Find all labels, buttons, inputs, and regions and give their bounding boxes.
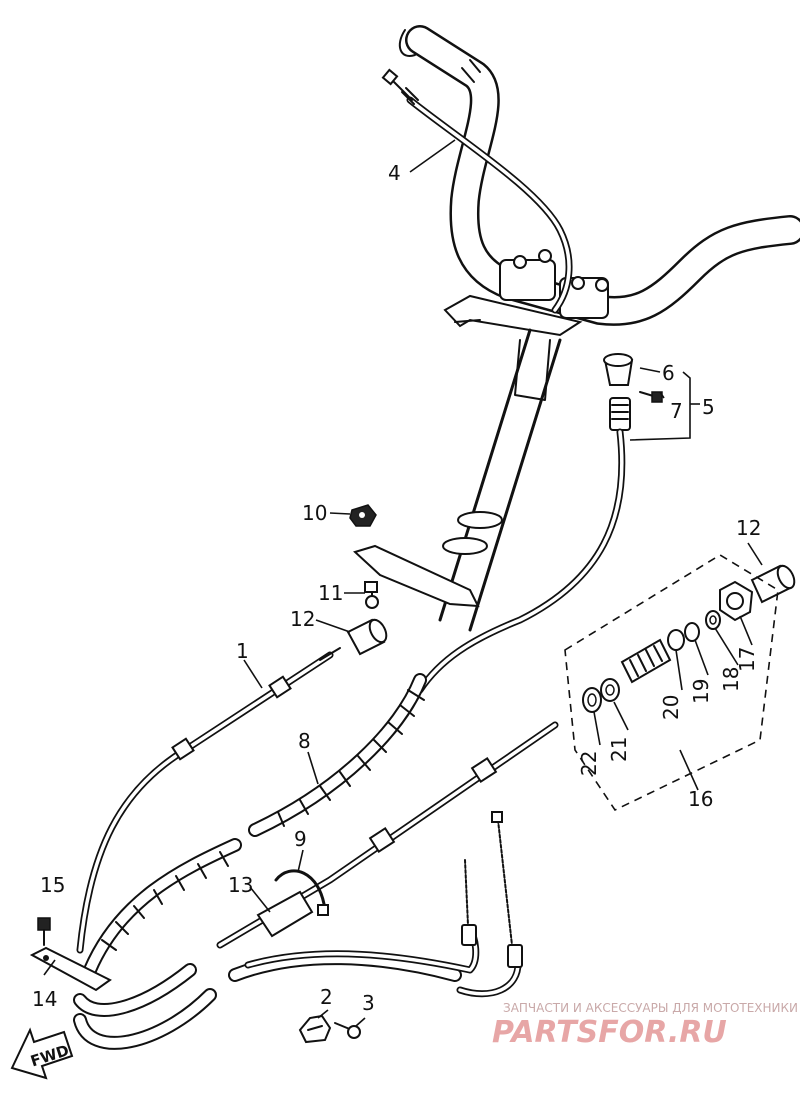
callout-4: 4 (388, 161, 401, 185)
callout-22: 22 (577, 751, 601, 776)
part-3-screw (334, 1022, 361, 1039)
part-22-washer (582, 687, 602, 713)
callout-9: 9 (294, 827, 307, 851)
callout-3: 3 (362, 991, 375, 1015)
part-6-cap (603, 353, 634, 386)
callout-10: 10 (302, 501, 327, 525)
callout-18: 18 (719, 667, 743, 692)
callout-20: 20 (659, 695, 683, 720)
callout-labels: 4 6 7 5 10 11 12 12 1 8 9 13 15 14 2 3 1… (32, 161, 761, 1015)
assembly-16 (564, 554, 779, 812)
callout-8: 8 (298, 729, 311, 753)
callout-19: 19 (689, 679, 713, 704)
handlebar (398, 25, 800, 326)
watermark-logo: PARTSFOR.RU (492, 1015, 727, 1050)
callout-17: 17 (735, 647, 759, 672)
part-12-sleeve-left (346, 618, 388, 656)
handlebar-clamp (443, 249, 609, 337)
cable-to-column (416, 428, 626, 694)
callout-21: 21 (607, 737, 631, 762)
cable-4 (381, 68, 573, 314)
callout-13: 13 (228, 873, 253, 897)
callout-2: 2 (320, 985, 333, 1009)
callout-12-right: 12 (736, 516, 761, 540)
part-7-screw (639, 391, 663, 403)
watermark: ЗАПЧАСТИ И АКСЕССУАРЫ ДЛЯ МОТОТЕХНИКИ PA… (492, 1001, 798, 1050)
part-21-washer (600, 678, 620, 702)
part-15-bolt (37, 917, 51, 946)
callout-5: 5 (702, 395, 715, 419)
part-10-nut (349, 504, 377, 527)
callout-14: 14 (32, 987, 57, 1011)
part-20-bushing (667, 629, 685, 651)
cable-1 (76, 647, 341, 954)
cable-13 (216, 721, 559, 949)
part-threaded-fitting (620, 638, 672, 684)
watermark-tagline: ЗАПЧАСТИ И АКСЕССУАРЫ ДЛЯ МОТОТЕХНИКИ (503, 1001, 798, 1015)
part-2-clamp (298, 1014, 332, 1044)
fwd-arrow: FWD (10, 1027, 74, 1080)
part-14-bracket (29, 946, 112, 992)
lower-hoses (73, 926, 522, 1050)
callout-12-left: 12 (290, 607, 315, 631)
part-11-bolt (364, 581, 379, 609)
callout-6: 6 (662, 361, 675, 385)
part-5-fitting (609, 397, 631, 431)
callout-15: 15 (40, 873, 65, 897)
spiral-wraps (101, 689, 425, 951)
part-17-nut (719, 580, 754, 622)
callout-7: 7 (670, 399, 683, 423)
part-18-washer (705, 610, 721, 630)
callout-1: 1 (236, 639, 249, 663)
steering-column (353, 328, 562, 632)
hose-8-spiral (83, 673, 427, 977)
callout-11: 11 (318, 581, 343, 605)
wire-terminals (461, 811, 523, 968)
part-12-sleeve-right (750, 564, 796, 604)
part-19-ring (684, 622, 700, 642)
callout-16: 16 (688, 787, 713, 811)
part-9-clip (274, 869, 329, 916)
leader-lines (43, 139, 763, 1027)
